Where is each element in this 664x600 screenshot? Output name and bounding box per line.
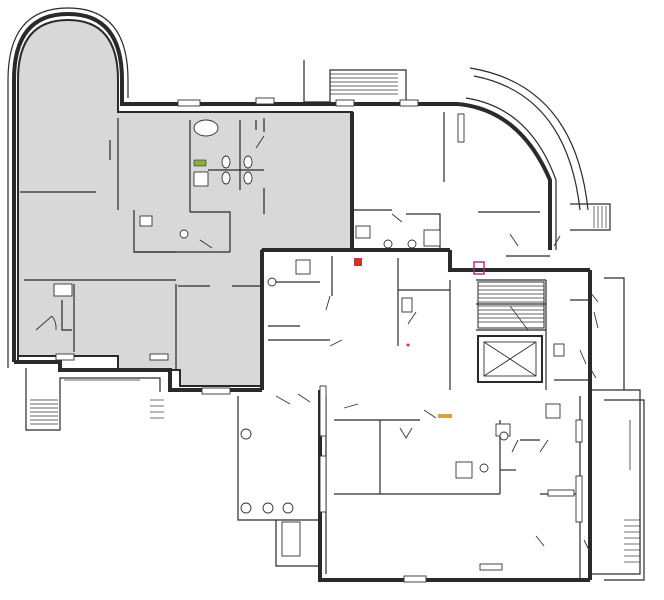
elevator xyxy=(477,335,543,383)
top-staircase xyxy=(303,60,407,103)
terrace xyxy=(237,396,318,567)
right-exterior-staircase xyxy=(570,203,645,581)
bottom-left-staircase xyxy=(25,368,164,431)
door-swings xyxy=(35,135,599,553)
accent-markers xyxy=(354,258,485,418)
highlighted-apartment[interactable] xyxy=(17,18,353,387)
main-staircase xyxy=(477,281,545,331)
windows xyxy=(55,97,583,583)
highlighted-apartment-area[interactable] xyxy=(17,18,353,387)
bathroom-fixtures xyxy=(53,119,565,479)
interior-walls-left-unit xyxy=(20,118,265,370)
